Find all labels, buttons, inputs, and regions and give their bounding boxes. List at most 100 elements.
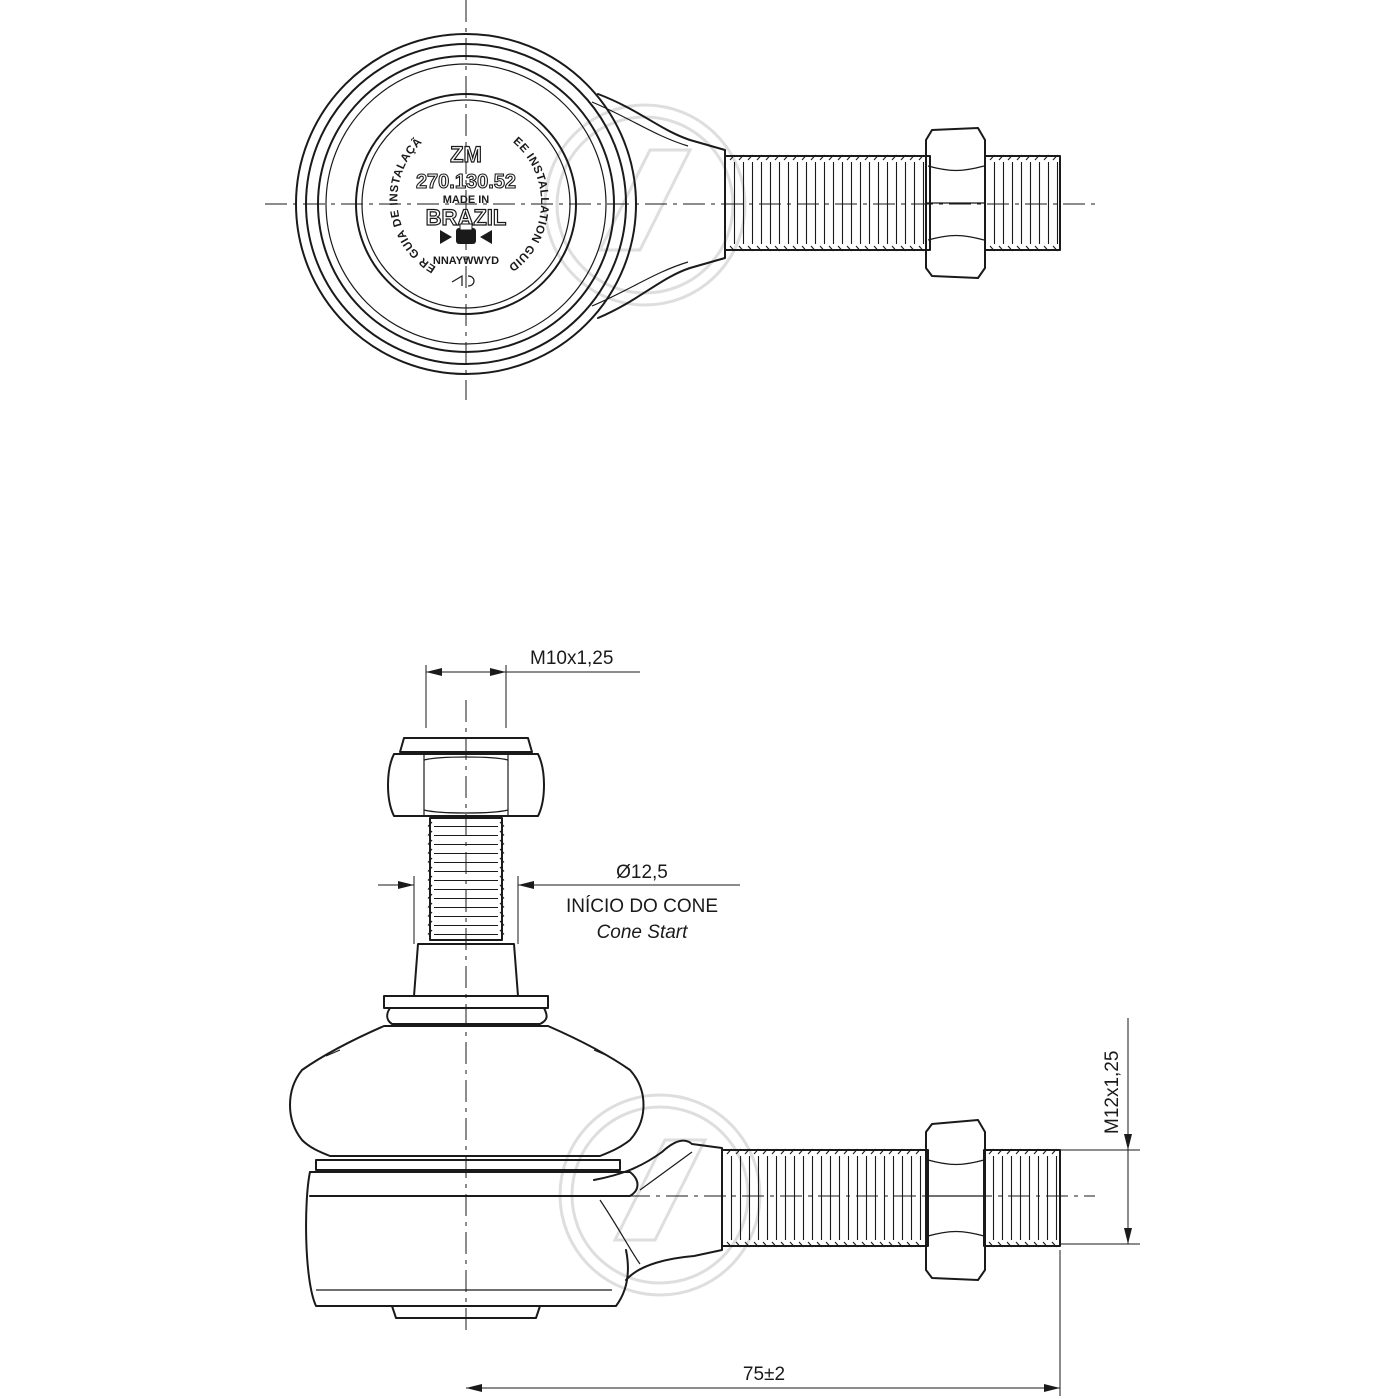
thread-crest (1024, 1148, 1031, 1248)
thread-crest (870, 1148, 877, 1248)
thread-crest (427, 902, 505, 909)
thread-crest (879, 1148, 886, 1248)
made-in-mark: MADE IN (443, 194, 490, 206)
thread-crest (427, 875, 505, 882)
dimension-side-thread: M12x1,25 (1060, 1018, 1140, 1245)
thread-crest (900, 154, 907, 252)
thread-crest (918, 154, 925, 252)
date-code-mark: NNAYWWYD (433, 255, 499, 267)
thread-crest (783, 154, 790, 252)
side-nut (925, 1119, 986, 1281)
dimension-cone-start: Ø12,5 INÍCIO DO CONE Cone Start (378, 862, 740, 944)
thread-crest (427, 884, 505, 891)
thread-crest (1007, 154, 1014, 252)
part-number-mark: 270.130.52 (416, 171, 516, 193)
thread-crest (738, 154, 745, 252)
thread-crest (427, 857, 505, 864)
thread-crest (798, 1148, 805, 1248)
brand-mark: ZM (450, 142, 482, 167)
thread-crest (906, 1148, 913, 1248)
thread-crest (873, 154, 880, 252)
thread-crest (897, 1148, 904, 1248)
side-view: M10x1,25 Ø12,5 INÍCIO DO CONE Cone Start… (289, 648, 1140, 1396)
thread-crest (789, 1148, 796, 1248)
thread-crest (756, 154, 763, 252)
thread-crest (747, 154, 754, 252)
thread-crest (1025, 154, 1032, 252)
thread-crest (729, 154, 736, 252)
side-thread-label: M12x1,25 (1102, 1051, 1123, 1134)
thread-crest (888, 1148, 895, 1248)
thread-crest (1052, 154, 1059, 252)
thread-crest (882, 154, 889, 252)
thread-crest (909, 154, 916, 252)
thread-crest (828, 154, 835, 252)
thread-crest (891, 154, 898, 252)
cone-diameter-label: Ø12,5 (616, 862, 668, 883)
side-stud-thread (721, 1148, 1061, 1248)
housing-body (305, 1139, 723, 1319)
thread-crest (837, 154, 844, 252)
thread-crest (1051, 1148, 1058, 1248)
thread-crest (792, 154, 799, 252)
recycle-mark-icon (451, 274, 475, 287)
thread-crest (427, 839, 505, 846)
thread-crest (780, 1148, 787, 1248)
thread-crest (807, 1148, 814, 1248)
top-stud-thread (724, 154, 1061, 252)
thread-crest (846, 154, 853, 252)
side-top-nut (387, 737, 545, 817)
thread-crest (1043, 154, 1050, 252)
thread-crest (427, 929, 505, 936)
thread-crest (427, 821, 505, 828)
length-label: 75±2 (743, 1364, 785, 1385)
thread-crest (427, 866, 505, 873)
thread-crest (819, 154, 826, 252)
thread-crest (427, 920, 505, 927)
thread-crest (843, 1148, 850, 1248)
thread-crest (427, 911, 505, 918)
dimension-length: 75±2 (466, 1250, 1061, 1396)
thread-crest (427, 830, 505, 837)
thread-crest (1042, 1148, 1049, 1248)
ring-text-pt: VER GUIA DE INSTALAÇÃO (0, 0, 438, 275)
thread-crest (771, 1148, 778, 1248)
thread-crest (801, 154, 808, 252)
thread-crest (861, 1148, 868, 1248)
dimension-top-thread: M10x1,25 (425, 648, 640, 728)
thread-crest (915, 1148, 922, 1248)
thread-crest (726, 1148, 733, 1248)
direction-symbol-icon (440, 223, 492, 244)
thread-crest (834, 1148, 841, 1248)
thread-crest (1033, 1148, 1040, 1248)
thread-crest (427, 893, 505, 900)
thread-crest (855, 154, 862, 252)
thread-crest (864, 154, 871, 252)
thread-crest (1016, 154, 1023, 252)
thread-crest (753, 1148, 760, 1248)
thread-crest (735, 1148, 742, 1248)
cone-start-label-pt: INÍCIO DO CONE (566, 896, 718, 917)
thread-crest (774, 154, 781, 252)
thread-crest (816, 1148, 823, 1248)
top-thread-label: M10x1,25 (530, 648, 613, 669)
thread-crest (988, 1148, 995, 1248)
thread-crest (989, 154, 996, 252)
cone-start-label-en: Cone Start (597, 922, 689, 943)
thread-crest (765, 154, 772, 252)
thread-crest (762, 1148, 769, 1248)
thread-crest (1015, 1148, 1022, 1248)
part-marking: ZM 270.130.52 MADE IN BRAZIL NNAYWWYD VE… (0, 0, 550, 287)
top-nut (925, 127, 986, 279)
thread-crest (427, 848, 505, 855)
thread-crest (1006, 1148, 1013, 1248)
country-mark: BRAZIL (426, 205, 507, 230)
thread-crest (1034, 154, 1041, 252)
thread-crest (744, 1148, 751, 1248)
thread-crest (998, 154, 1005, 252)
top-view: ZM 270.130.52 MADE IN BRAZIL NNAYWWYD VE… (0, 0, 1095, 400)
thread-crest (852, 1148, 859, 1248)
thread-crest (825, 1148, 832, 1248)
dust-boot (289, 995, 645, 1157)
